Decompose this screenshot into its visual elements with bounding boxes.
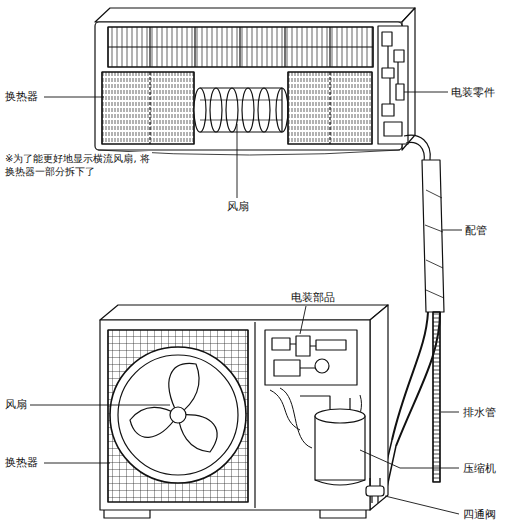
four-way-valve [366,478,384,503]
part-label: 电装零件 [450,86,496,99]
cross-flow-fan [194,88,288,132]
outdoor-electrics [265,330,357,385]
part-label: 风扇 [4,398,28,411]
part-label: 四通阀 [462,508,497,521]
fan-blades [130,363,217,452]
part-label: 换热器 [4,90,39,103]
note-text: ※为了能更好地显示横流风扇, 将换热器一部分拆下了 [4,152,152,178]
part-label: 风扇 [226,200,250,213]
part-label: 压缩机 [462,462,497,475]
part-label: 配管 [464,224,488,237]
part-label: 电装部品 [290,291,336,304]
indoor-unit [95,8,415,155]
drain-hose [433,312,440,482]
part-label: 换热器 [4,456,39,469]
part-label: 排水管 [462,406,497,419]
compressor [300,396,365,485]
indoor-electrics [378,26,408,144]
piping [380,135,444,492]
outdoor-unit [100,305,388,518]
